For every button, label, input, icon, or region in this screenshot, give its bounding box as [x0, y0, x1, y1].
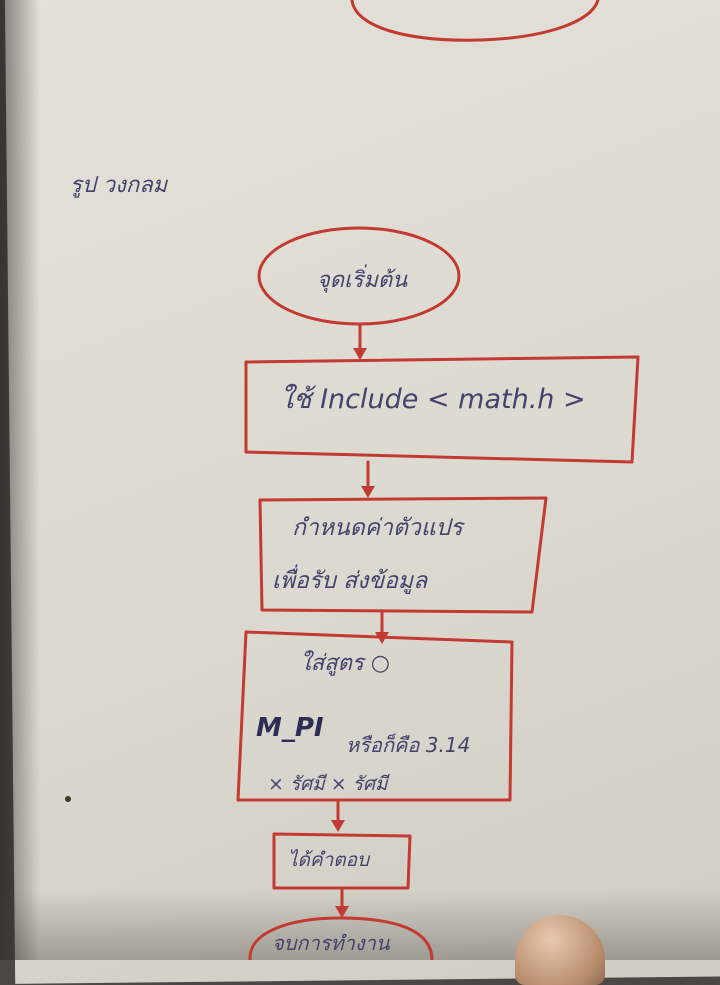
- formula-line-1: ใส่สูตร ○: [300, 650, 390, 676]
- declare-line-1: กำหนดค่าตัวแปร: [292, 515, 465, 541]
- start-label: จุดเริ่มต้น: [317, 264, 408, 293]
- include-box: [244, 355, 640, 464]
- formula-box: [236, 630, 514, 802]
- declare-box: [258, 496, 548, 614]
- arrow-2-head: [361, 486, 375, 498]
- formula-constant: M_PI: [256, 713, 324, 743]
- flowchart: รูป วงกลม จุดเริ่มต้น ใช้ Include < math…: [65, 0, 640, 960]
- arrow-1-head: [353, 348, 367, 360]
- formula-line-3: × รัศมี × รัศมี: [268, 773, 391, 795]
- ink-dot: [65, 796, 71, 802]
- arrow-5-head: [335, 906, 349, 918]
- end-label: จบการทำงาน: [272, 931, 391, 955]
- end-oval: [248, 916, 434, 960]
- include-label: ใช้ Include < math.h >: [280, 383, 586, 415]
- paper-shadow-left: [0, 0, 40, 960]
- result-label: ได้คำตอบ: [288, 848, 371, 871]
- diagram-title: รูป วงกลม: [70, 173, 169, 198]
- start-oval: [257, 226, 461, 326]
- previous-oval-fragment: [350, 0, 600, 42]
- result-box: [272, 832, 412, 890]
- arrow-4-head: [331, 820, 345, 832]
- formula-line-2: หรือก็คือ 3.14: [346, 733, 470, 757]
- declare-line-2: เพื่อรับ ส่งข้อมูล: [272, 564, 428, 594]
